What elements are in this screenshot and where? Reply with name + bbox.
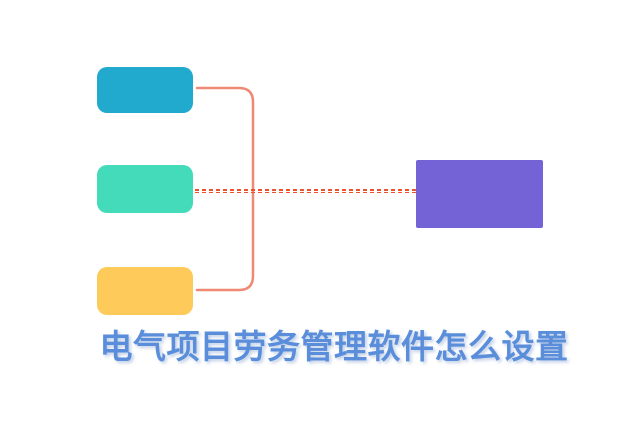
page-title: 电气项目劳务管理软件怎么设置 — [99, 328, 569, 365]
dashed-connector — [195, 189, 417, 193]
branch-node-top — [97, 67, 193, 113]
branch-node-bottom — [97, 267, 193, 315]
target-node — [416, 160, 543, 228]
branch-node-middle — [97, 165, 193, 213]
dashed-connector-row — [195, 189, 417, 191]
dashed-connector-row — [195, 191, 417, 193]
